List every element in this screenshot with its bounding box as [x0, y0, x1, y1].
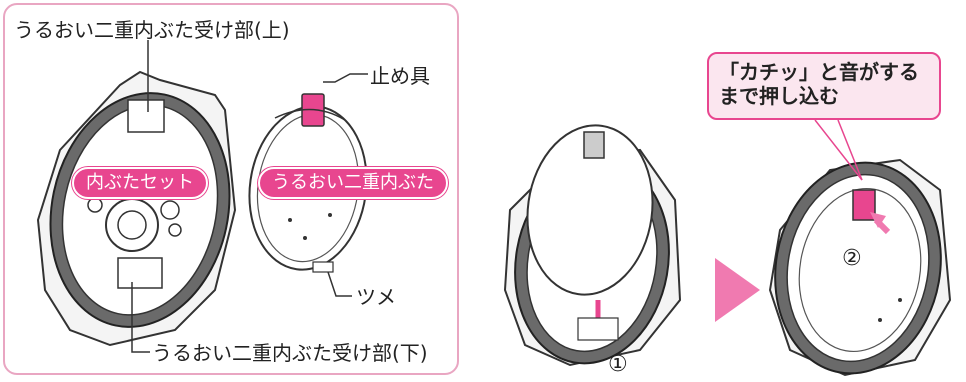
step1-illustration	[503, 124, 682, 367]
step-1-number: ①	[608, 352, 628, 377]
instruction-callout: 「カチッ」と音がする まで押し込む	[707, 52, 941, 120]
label-stopper: 止め具	[370, 64, 430, 88]
badge-double-inner-lid: うるおい二重内ぶた	[258, 167, 448, 199]
parts-panel	[3, 3, 459, 375]
inner-lid-set-illustration	[36, 70, 237, 347]
badge-inner-lid-set: 内ぶたセット	[72, 167, 208, 199]
step-2-number: ②	[842, 246, 862, 271]
label-upper-receiver: うるおい二重内ぶた受け部(上)	[14, 18, 290, 42]
leader-lines	[131, 40, 368, 353]
label-tab: ツメ	[356, 285, 396, 309]
instruction-line-2: まで押し込む	[719, 84, 839, 108]
step2-illustration	[768, 119, 952, 377]
instruction-line-1: 「カチッ」と音がする	[719, 60, 919, 84]
next-step-arrow	[715, 258, 760, 322]
label-lower-receiver: うるおい二重内ぶた受け部(下)	[152, 341, 428, 365]
